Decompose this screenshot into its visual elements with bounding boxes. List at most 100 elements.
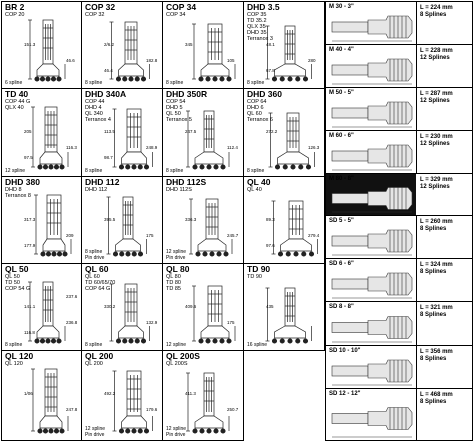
dimension-label: 345 — [185, 42, 193, 47]
drill-bit-drawing — [112, 370, 153, 434]
drill-bit-drawing — [112, 108, 153, 170]
dimension-label: 336.3 — [185, 217, 197, 222]
dimension-label: 395.5 — [104, 217, 116, 222]
bit-length: L = 356 mm — [420, 349, 453, 355]
spline-info: 8 spline — [5, 341, 23, 348]
dimension-label: 46.6 — [66, 58, 75, 63]
bit-model-title: DHD 360 — [247, 89, 282, 99]
bit-length: L = 228 mm — [420, 48, 453, 54]
spline-info: 8 spline — [247, 79, 265, 86]
dimension-label: 236.8 — [66, 320, 78, 325]
drill-bit-drawing — [28, 19, 66, 82]
dimension-label: 209 — [66, 233, 74, 238]
compatible-models: COP 34 — [166, 12, 186, 18]
bit-side-view — [331, 229, 413, 256]
spline-count: 12 Splines — [420, 55, 450, 61]
drill-bit-drawing — [34, 194, 72, 257]
bit-length: L = 321 mm — [420, 305, 453, 311]
bit-model-title: QL 40 — [247, 177, 271, 187]
spline-info: 8 spline — [247, 167, 265, 174]
dimension-label: 132.9 — [146, 320, 158, 325]
spline-info: 8 spline Pin drive — [85, 249, 105, 261]
drill-bit-drawing — [109, 283, 150, 344]
compatible-models: QL 40 — [247, 187, 262, 193]
bit-model-title: QL 120 — [5, 351, 34, 361]
spline-info: 12 spline Pin drive — [85, 426, 106, 438]
spline-info: 12 spline Pin drive — [166, 426, 187, 438]
dimension-label: 126.3 — [308, 145, 320, 150]
drill-bit-drawing — [265, 25, 312, 82]
bit-model-title: QL 50 — [5, 264, 29, 274]
dimension-label: 116.3 — [66, 145, 77, 150]
compatible-models: TD 90 — [247, 274, 262, 280]
dimension-label: 247.8 — [66, 407, 78, 412]
bit-length: L = 230 mm — [420, 134, 453, 140]
spline-count: 8 Splines — [420, 312, 447, 318]
drill-bit-drawing — [192, 285, 236, 344]
drill-bit-drawing — [28, 281, 66, 344]
spline-info: 16 spline — [247, 341, 268, 348]
drill-bit-drawing — [271, 200, 318, 257]
spline-info: 8 spline — [85, 79, 103, 86]
dimension-label: 247.5 — [185, 129, 197, 134]
catalog-bit-label: SD 8 - 8" — [329, 304, 354, 310]
dimension-label: 98.7 — [104, 155, 113, 160]
dimension-label: 280 — [308, 58, 316, 63]
catalog-bit-label: SD 6 - 6" — [329, 261, 354, 267]
compatible-models: COP 20 — [5, 12, 25, 18]
dimension-label: 317.3 — [24, 217, 36, 222]
bit-model-title: DHD 112 — [85, 177, 120, 187]
bit-length: L = 324 mm — [420, 262, 453, 268]
spline-info: 6 spline — [5, 79, 23, 86]
bit-length: L = 260 mm — [420, 219, 453, 225]
catalog-bit-label: SD 12 - 12" — [329, 391, 361, 397]
spline-info: 12 spline Pin drive — [166, 249, 187, 261]
compatible-models: QL 60 TD 60/65/70 COP 64 G — [85, 274, 116, 292]
dimension-label: 97.6 — [266, 243, 275, 248]
bit-model-title: COP 32 — [85, 2, 116, 12]
compatible-models: COP 44 G QLX 40 — [5, 99, 31, 111]
dimension-label: 112.4 — [227, 145, 238, 150]
compatible-models: QL 80 TD 80 TD 85 — [166, 274, 181, 292]
dimension-label: 151.3 — [24, 42, 36, 47]
bit-side-view — [331, 272, 413, 299]
dimension-label: 105 — [227, 58, 235, 63]
dimension-label: 177.9 — [24, 243, 36, 248]
bit-model-title: DHD 340A — [85, 89, 127, 99]
spline-info: 12 spline — [5, 167, 26, 174]
bit-model-title: DHD 350R — [166, 89, 208, 99]
spline-count: 12 Splines — [420, 98, 450, 104]
compatible-models: COP 35 TD 35.2 QLX 35 DHD 35 Terranox 3 — [247, 12, 273, 42]
bit-side-view — [331, 187, 413, 213]
dimension-label: 411.3 — [185, 391, 196, 396]
dimension-label: 205 — [24, 129, 32, 134]
spline-info: 8 spline — [85, 341, 103, 348]
bit-length: L = 287 mm — [420, 91, 453, 97]
dimension-label: 272.2 — [266, 129, 278, 134]
spline-count: 12 Splines — [420, 184, 450, 190]
